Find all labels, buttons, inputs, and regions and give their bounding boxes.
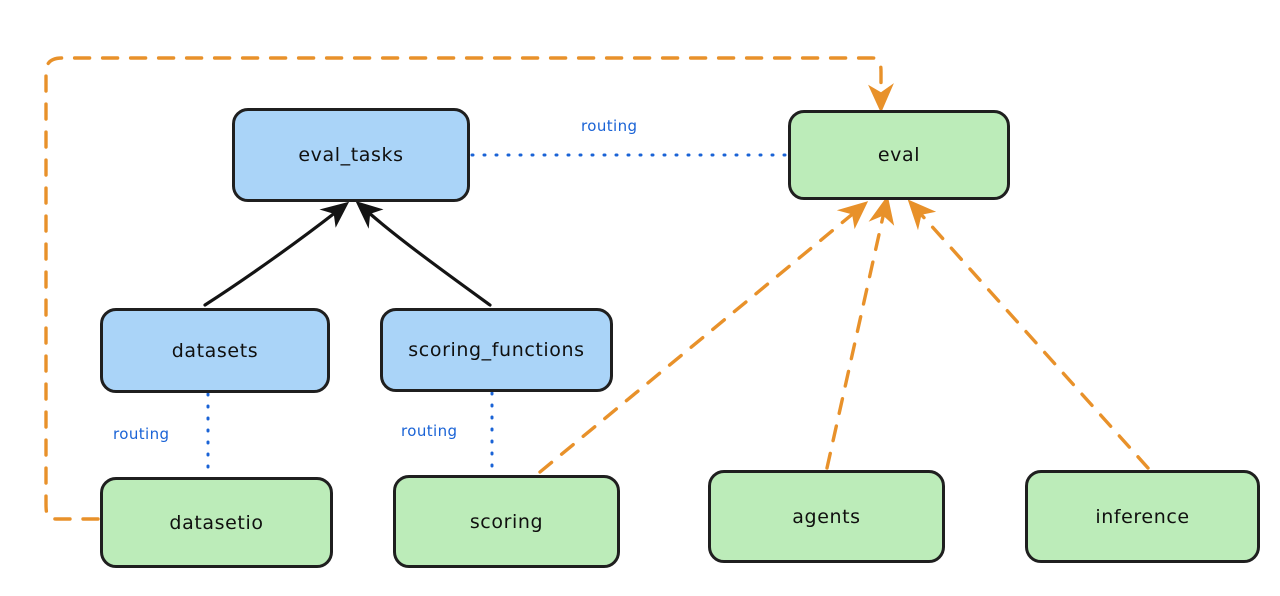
node-label-eval: eval <box>877 144 921 166</box>
node-inference[interactable]: inference <box>1025 470 1260 563</box>
node-label-agents: agents <box>792 505 861 528</box>
edge-inference-to-eval <box>907 199 1150 470</box>
node-eval[interactable]: eval <box>788 110 1010 200</box>
node-eval-tasks[interactable]: eval_tasks <box>232 108 470 202</box>
edge-label-routing-datasets-datasetio: routing <box>110 425 173 443</box>
node-agents[interactable]: agents <box>708 470 945 563</box>
node-label-datasetio: datasetio <box>169 511 264 534</box>
node-label-datasets: datasets <box>171 339 259 362</box>
node-datasetio[interactable]: datasetio <box>100 477 333 568</box>
node-label-inference: inference <box>1095 505 1190 528</box>
edge-agents-to-eval <box>825 195 895 470</box>
node-datasets[interactable]: datasets <box>100 308 330 393</box>
node-scoring-functions[interactable]: scoring_functions <box>380 308 613 392</box>
node-scoring[interactable]: scoring <box>393 475 620 568</box>
node-label-eval-tasks: eval_tasks <box>298 144 404 166</box>
edge-label-routing-eval-tasks-eval: routing <box>578 117 641 135</box>
node-label-scoring: scoring <box>469 510 544 533</box>
edge-datasets-to-eval-tasks <box>203 201 350 307</box>
node-label-scoring-functions: scoring_functions <box>408 339 585 361</box>
edge-label-routing-scoring-functions-scoring: routing <box>398 422 461 440</box>
edge-scoring-functions-to-eval-tasks <box>355 201 492 307</box>
